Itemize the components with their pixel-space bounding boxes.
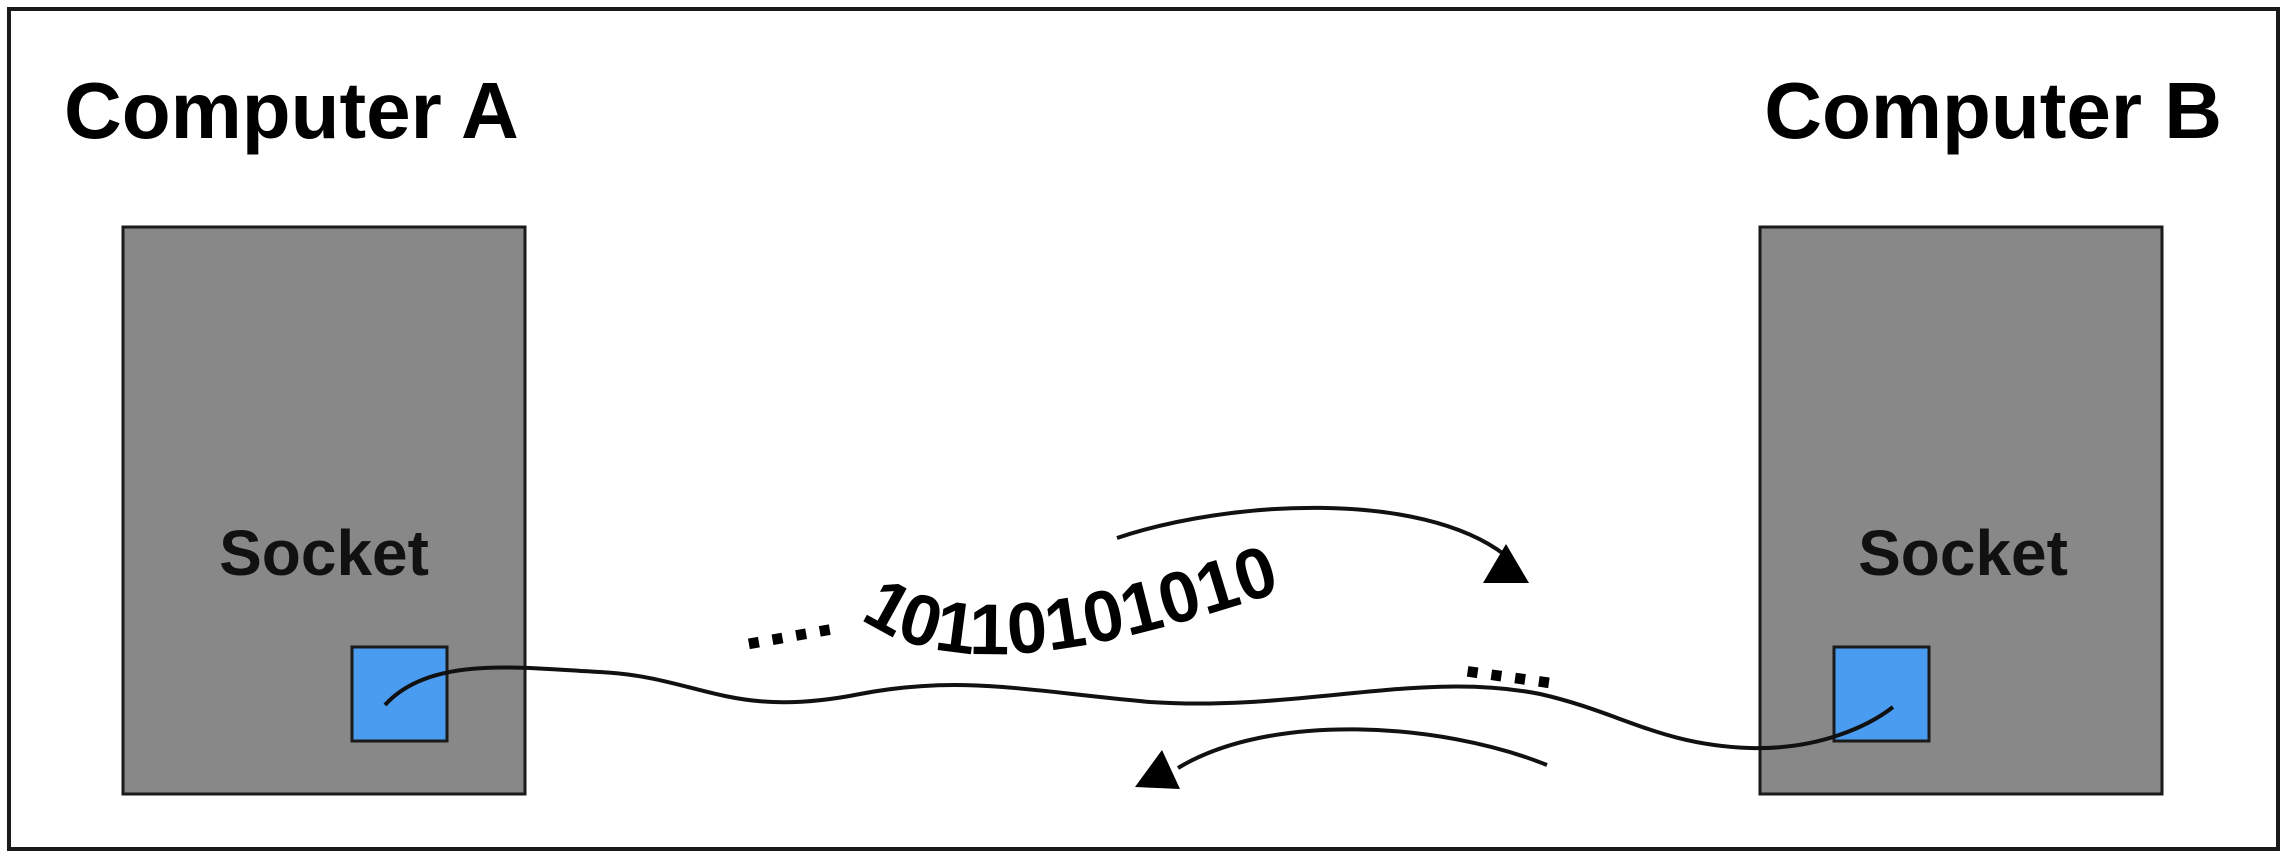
arrow-left-icon: [1176, 727, 1548, 770]
stream-leading-dots: ....: [734, 570, 842, 665]
computer-b-box: [1758, 225, 2164, 796]
computer-a-socket-label: Socket: [219, 517, 429, 589]
computer-a-box: [121, 225, 527, 796]
computer-b-title: Computer B: [1764, 66, 2222, 155]
arrow-right-head: [1483, 544, 1529, 583]
connection-wire: [383, 665, 1895, 751]
arrow-left-head: [1135, 750, 1180, 789]
computer-b: Socket: [1758, 225, 2164, 796]
stream-trailing-dots: ....: [1460, 613, 1566, 706]
computer-a-title: Computer A: [64, 66, 519, 155]
computer-b-socket-label: Socket: [1858, 517, 2068, 589]
computer-a: Socket: [121, 225, 527, 796]
computer-b-socket: [1832, 645, 1931, 743]
arrow-right-icon: [1116, 505, 1507, 557]
